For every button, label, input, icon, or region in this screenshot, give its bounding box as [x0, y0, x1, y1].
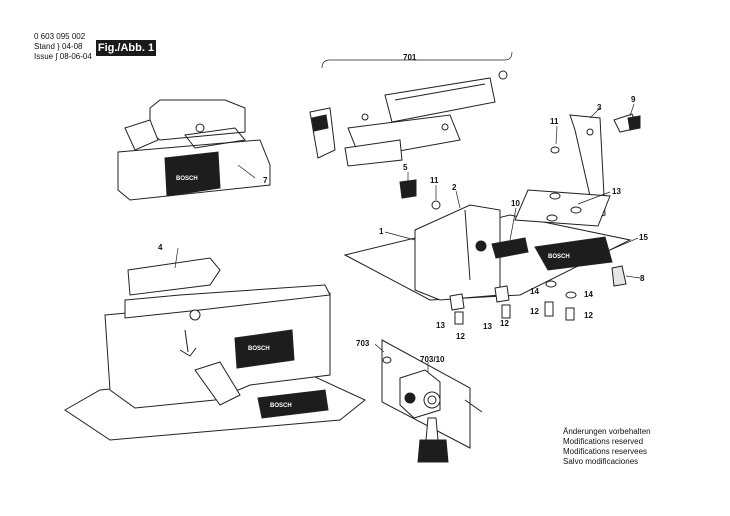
guide-kit-701-drawing	[309, 70, 508, 167]
stand-label: Stand	[34, 42, 55, 51]
callout-12-left: 12	[530, 307, 539, 316]
callout-12-right: 12	[584, 311, 593, 320]
callout-12-lower-left: 12	[456, 332, 465, 341]
note-line: Salvo modificaciones	[563, 457, 639, 466]
callout-12-lower-right: 12	[500, 319, 509, 328]
callout-9: 9	[631, 95, 636, 104]
brand-text-large: BOSCH	[248, 346, 270, 352]
callout-5: 5	[403, 163, 408, 172]
callout-11-mid: 11	[430, 176, 439, 185]
fastener-parts-drawing	[399, 179, 582, 325]
issue-brace: ∫	[55, 52, 58, 61]
callout-3: 3	[597, 103, 602, 112]
callout-8: 8	[640, 274, 645, 283]
leader-lines	[174, 103, 641, 372]
callout-labels: 701 7 4 3 9 11 5 11 2 10 13 1 15 8 14 14…	[158, 53, 648, 364]
note-line: Modifications reserved	[563, 437, 644, 446]
switch-kit-703-drawing	[381, 339, 483, 463]
callout-13-lower-left: 13	[436, 321, 445, 330]
note-line: Änderungen vorbehalten	[563, 427, 651, 436]
callout-15: 15	[639, 233, 648, 242]
callout-10: 10	[511, 199, 520, 208]
planer-large-drawing: BOSCH BOSCH	[64, 257, 366, 441]
modification-notes: Änderungen vorbehalten Modifications res…	[563, 427, 651, 467]
callout-2: 2	[452, 183, 457, 192]
callout-4: 4	[158, 243, 163, 252]
callout-703: 703	[356, 339, 370, 348]
callout-14-left: 14	[530, 287, 539, 296]
stand-brace: }	[57, 42, 60, 51]
part-number: 0 603 095 002	[34, 32, 86, 41]
callout-13-right: 13	[612, 187, 621, 196]
callout-11-top: 11	[550, 117, 559, 126]
planer-small-drawing: BOSCH	[117, 99, 271, 201]
brand-text-base: BOSCH	[270, 403, 292, 409]
issue-label: Issue	[34, 52, 54, 61]
brand-text-small: BOSCH	[176, 176, 198, 182]
figure-badge: Fig./Abb. 1	[96, 40, 156, 56]
callout-701: 701	[403, 53, 417, 62]
issue-date: 08-06-04	[59, 52, 92, 61]
stand-date: 04-08	[62, 42, 83, 51]
callout-7: 7	[263, 176, 268, 185]
base-plate-drawing: BOSCH	[343, 189, 632, 301]
callout-14-right: 14	[584, 290, 593, 299]
callout-1: 1	[379, 227, 384, 236]
stand-row: Stand } 04-08	[34, 42, 83, 52]
callout-13-lower-right: 13	[483, 322, 492, 331]
kit-701-bracket	[321, 51, 513, 69]
callout-703-10: 703/10	[420, 355, 445, 364]
brand-text-plate: BOSCH	[548, 254, 570, 260]
note-line: Modifications reservees	[563, 447, 648, 456]
issue-row: Issue ∫ 08-06-04	[34, 52, 92, 62]
